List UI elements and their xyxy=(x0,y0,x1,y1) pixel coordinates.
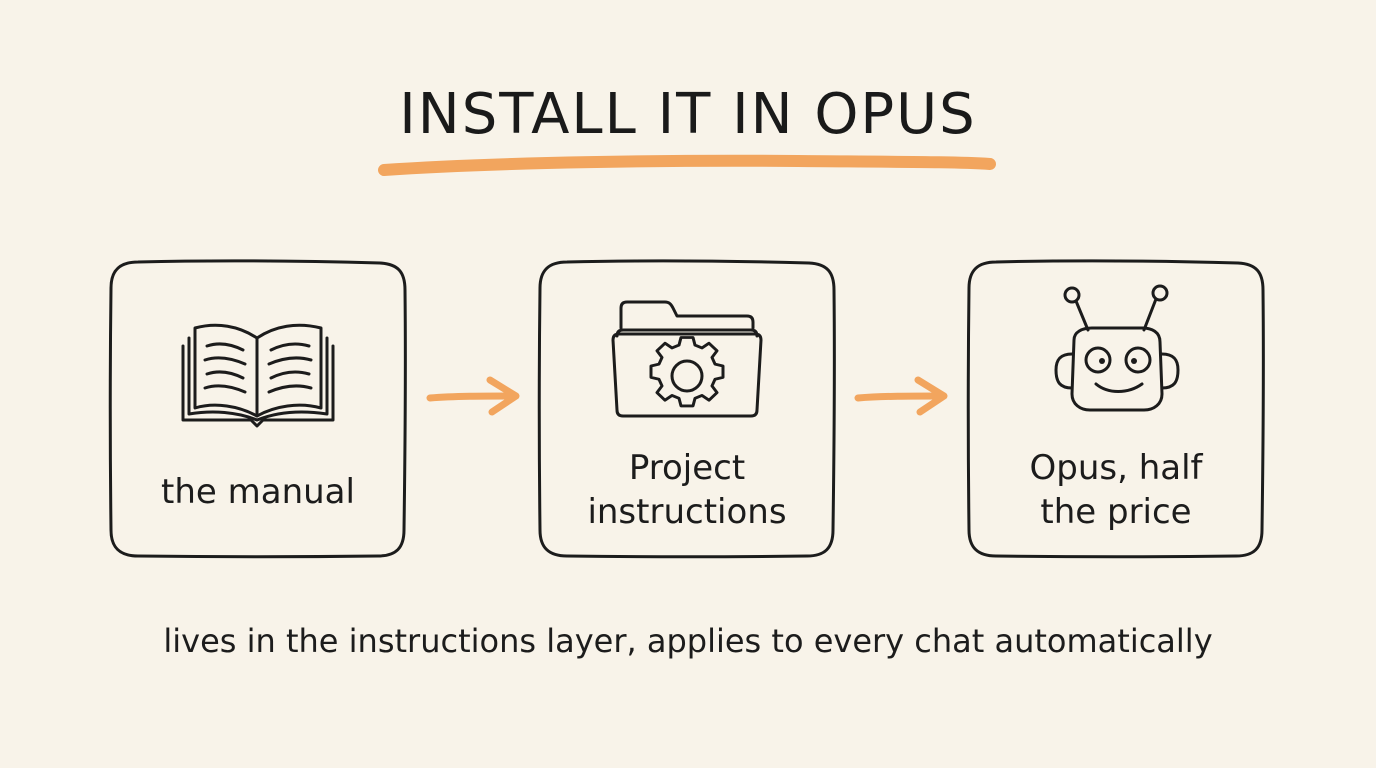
step-label-manual: the manual xyxy=(161,472,355,512)
open-book-icon xyxy=(108,316,408,436)
arrow-right-icon xyxy=(426,376,520,416)
arrow-right-icon xyxy=(854,376,948,416)
step-label-opus: Opus, half the price xyxy=(1029,448,1203,532)
step-card-project-instructions: Project instructions xyxy=(537,258,837,560)
step-card-frame xyxy=(537,259,836,559)
footer-caption: lives in the instructions layer, applies… xyxy=(163,622,1213,660)
robot-icon xyxy=(966,284,1266,424)
folder-gear-icon xyxy=(537,298,837,422)
step-card-manual: the manual xyxy=(108,258,408,560)
title-underline xyxy=(378,154,996,176)
page-title: INSTALL IT IN OPUS xyxy=(399,82,977,147)
step-label-project-instructions: Project instructions xyxy=(587,448,787,532)
step-card-frame xyxy=(108,259,407,559)
step-card-frame xyxy=(966,259,1265,559)
step-card-opus: Opus, half the price xyxy=(966,258,1266,560)
